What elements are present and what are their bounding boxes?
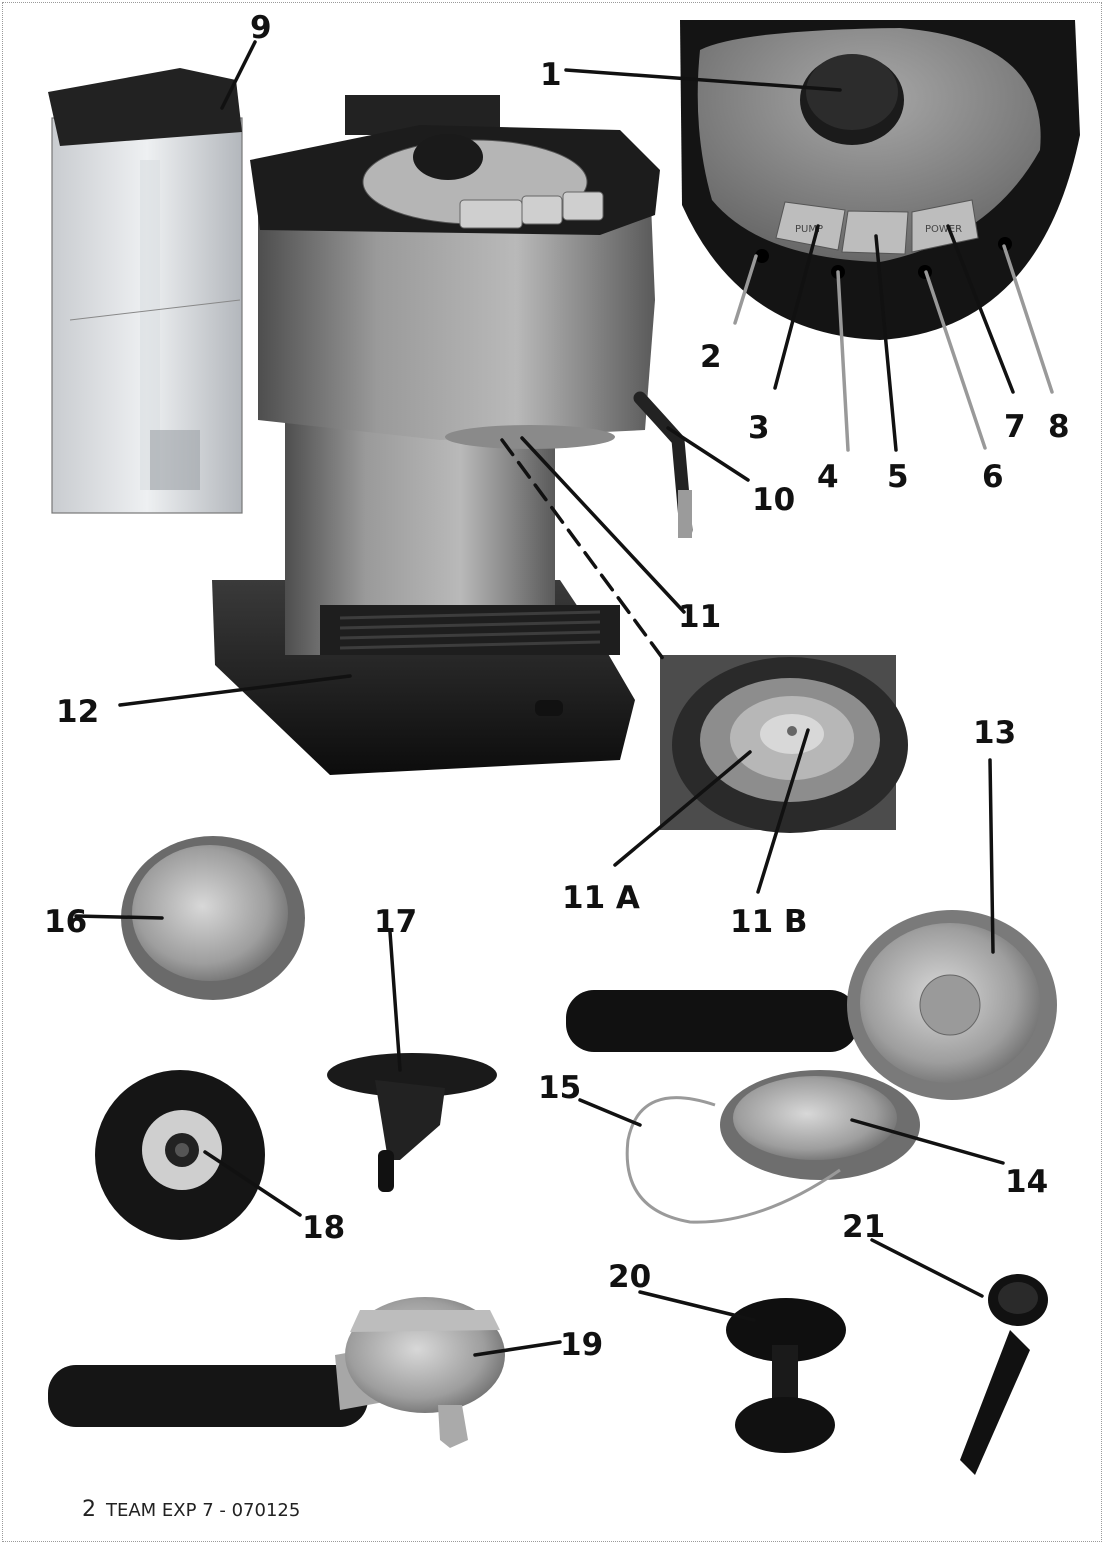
panel-label-power: POWER [925,224,962,235]
callout-5: 5 [887,459,909,495]
callout-18: 18 [302,1210,345,1246]
callout-3: 3 [748,410,770,446]
tamper [726,1298,846,1453]
small-filter-basket [720,1070,920,1180]
callout-20: 20 [608,1259,651,1295]
callout-4: 4 [817,459,839,495]
callout-12: 12 [56,694,99,730]
callout-16: 16 [44,904,87,940]
document-reference: TEAM EXP 7 - 070125 [106,1500,301,1521]
callout-1: 1 [540,57,562,93]
callout-13: 13 [973,715,1016,751]
page-number: 2 [82,1497,96,1522]
callout-14: 14 [1005,1164,1048,1200]
crema-device [327,1053,497,1192]
callout-19: 19 [560,1327,603,1363]
callout-11b: 11 B [730,904,808,940]
callout-11: 11 [678,599,721,635]
callout-2: 2 [700,339,722,375]
callout-8: 8 [1048,409,1070,445]
callout-10: 10 [752,482,795,518]
portafilter-double [48,1297,505,1448]
callout-17: 17 [374,904,417,940]
callout-7: 7 [1004,409,1026,445]
page-footer: 2 TEAM EXP 7 - 070125 [82,1497,300,1522]
pressure-disk [95,1070,265,1240]
filter-holder-closeup [660,655,908,833]
filter-basket [121,836,305,1000]
espresso-machine [212,95,693,775]
portafilter [566,910,1057,1100]
callout-9: 9 [250,10,272,46]
measuring-spoon [960,1274,1048,1475]
callout-6: 6 [982,459,1004,495]
callout-15: 15 [538,1070,581,1106]
callout-21: 21 [842,1209,885,1245]
water-tank [48,68,243,514]
callout-11a: 11 A [562,880,640,916]
panel-label-pump: PUMP [795,224,823,235]
leader-lines [74,40,1054,1357]
callout-numbers: 1 2 3 4 5 6 7 8 9 10 11 11 A 11 B 12 13 … [44,10,1070,1363]
retaining-clip [625,1096,841,1224]
